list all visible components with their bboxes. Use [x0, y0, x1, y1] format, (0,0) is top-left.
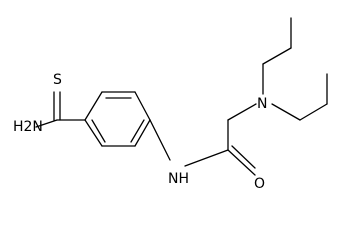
molecule-structure: S H2N NH O N [13, 17, 328, 192]
bond-carbonyl-o-b [231, 145, 256, 169]
amide-nh-label: NH [168, 171, 189, 187]
bond-propyl-right-2 [299, 103, 328, 121]
bond-ring-4 [134, 119, 151, 147]
bond-ring-nh [149, 119, 171, 161]
bond-ring-3 [134, 91, 151, 121]
bond-nh-carbonyl [184, 149, 229, 167]
bond-ring-1 [84, 91, 103, 121]
bond-ring-6 [84, 119, 103, 147]
bond-ring-inner-3 [91, 119, 106, 143]
tertiary-amine-label: N [257, 96, 267, 112]
bond-n-propyl-right-1 [271, 103, 301, 121]
oxygen-label: O [254, 176, 265, 192]
bond-carbonyl-o-a [227, 149, 256, 176]
amine-label: H2N [13, 119, 43, 135]
bond-propyl-upper-2 [262, 47, 292, 65]
bond-ring-inner-2 [130, 119, 145, 143]
bond-c-nh2 [35, 119, 58, 128]
sulfur-label: S [53, 72, 62, 88]
bond-ch2-n [227, 103, 257, 121]
